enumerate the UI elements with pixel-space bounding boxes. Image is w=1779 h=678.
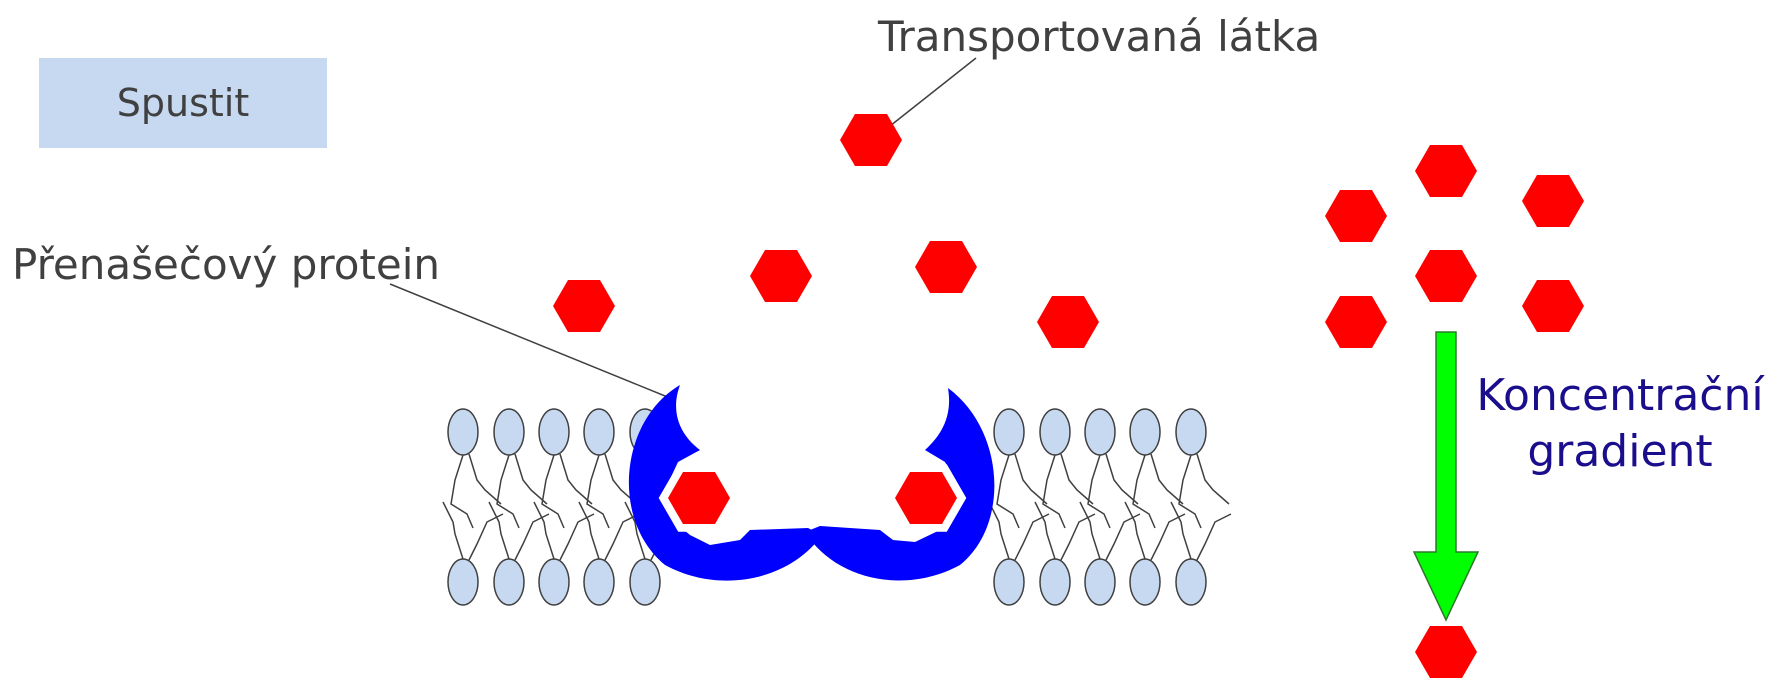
carrier-protein-label: Přenašečový protein [12,240,440,289]
molecule-icon [1037,296,1099,348]
gradient-arrow-icon [1412,331,1480,622]
molecule-icon [1415,626,1477,678]
molecule-icon [1415,250,1477,302]
transported-substance-label: Transportovaná látka [878,12,1321,61]
molecule-icon [915,241,977,293]
molecule-icon [1325,296,1387,348]
molecule-icon [1325,190,1387,242]
carrier-protein-icon [628,385,995,581]
molecule-icon [840,114,902,166]
free-molecules [553,114,1099,348]
transport-leader-line [889,57,977,127]
molecule-icon [1522,280,1584,332]
molecule-icon [1522,175,1584,227]
start-button[interactable]: Spustit [39,58,327,148]
molecule-icon [553,280,615,332]
membrane-right [988,408,1232,606]
carrier-leader-line [389,283,671,399]
gradient-label-line2: gradient [1527,426,1713,477]
gradient-label-line1: Koncentrační [1476,370,1764,421]
molecule-icon [1415,145,1477,197]
molecule-icon [750,250,812,302]
concentration-gradient-label: Koncentrační gradient [1470,368,1770,480]
